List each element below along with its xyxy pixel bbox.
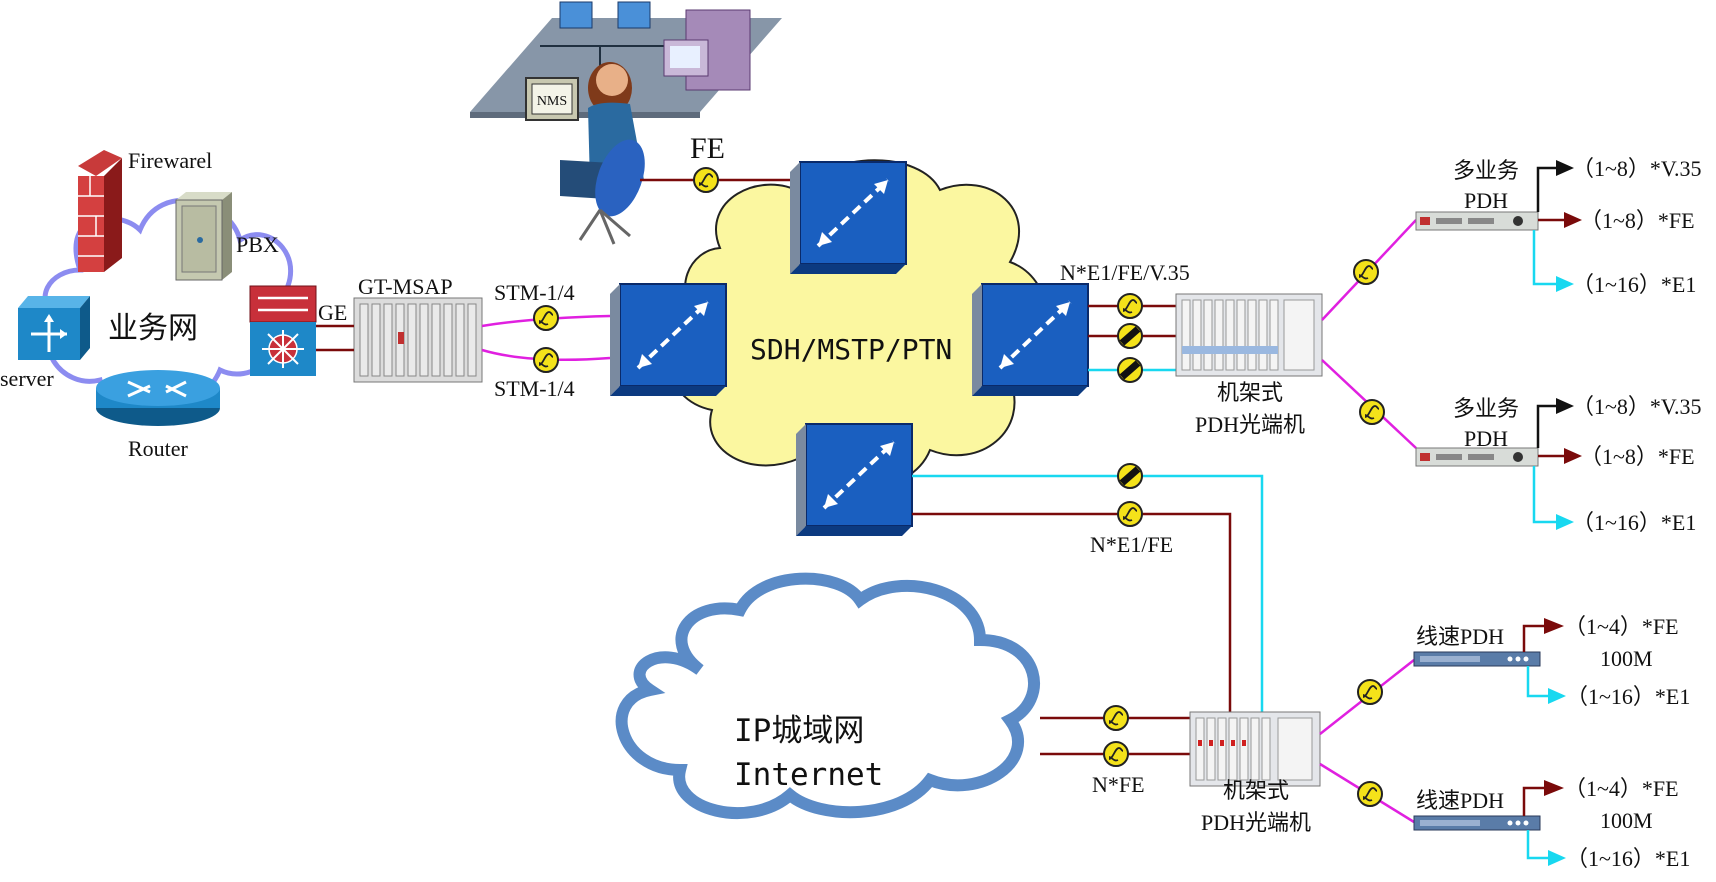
optical-badge-icon	[533, 347, 559, 373]
sdh-cloud-label: SDH/MSTP/PTN	[750, 333, 953, 366]
multi-pdh-2-subtitle: PDH	[1463, 426, 1508, 451]
server-icon	[18, 296, 90, 360]
rack-pdh-top-label-2: PDH光端机	[1194, 412, 1305, 437]
nms-screen-label: NMS	[537, 94, 567, 109]
multi-pdh-2-out-v35: （1~8）*V.35	[1572, 394, 1702, 419]
optical-badge-icon	[1353, 259, 1379, 285]
nms-workstation: NMS	[470, 1, 782, 245]
ge-label: GE	[318, 300, 348, 325]
router-icon	[96, 370, 220, 426]
ip-cloud-label-1: IP城域网	[734, 713, 865, 749]
line-pdh-2-out-100m: 100M	[1600, 808, 1653, 833]
gt-msap-device	[353, 297, 483, 383]
optical-badge-icon	[693, 167, 719, 193]
line-pdh-1-out-100m: 100M	[1600, 646, 1653, 671]
sdh-node-right	[970, 282, 1090, 398]
optical-badge-icon	[1118, 324, 1142, 348]
ip-cloud-label-2: Internet	[734, 757, 884, 793]
optical-badge-icon	[1117, 501, 1143, 527]
arrow-icon	[1544, 780, 1564, 796]
line-pdh-2-out-fe: （1~4）*FE	[1564, 776, 1679, 801]
server-label: server	[0, 366, 54, 391]
multi-pdh-1-subtitle: PDH	[1463, 188, 1508, 213]
nfe-label: N*FE	[1092, 772, 1145, 797]
arrow-icon	[1556, 398, 1574, 414]
line-pdh-device-2	[1413, 815, 1541, 831]
line-pdh-1-title: 线速PDH	[1416, 624, 1505, 649]
optical-badge-icon	[1103, 705, 1129, 731]
arrow-icon	[1556, 276, 1574, 292]
rack-pdh-bottom	[1189, 711, 1321, 787]
rack-pdh-bottom-label-2: PDH光端机	[1200, 810, 1311, 835]
optical-badge-icon	[533, 305, 559, 331]
sdh-node-left	[608, 282, 728, 398]
line-pdh-1-out-e1: （1~16）*E1	[1566, 684, 1691, 709]
arrow-icon	[1548, 688, 1566, 704]
multi-pdh-device-1	[1415, 211, 1539, 231]
rack-pdh-bottom-label-1: 机架式	[1222, 778, 1289, 803]
multi-pdh-1-out-e1: （1~16）*E1	[1572, 272, 1697, 297]
line-pdh-2-out-e1: （1~16）*E1	[1566, 846, 1691, 871]
multi-pdh-1-title: 多业务	[1452, 158, 1519, 183]
arrow-icon	[1544, 618, 1564, 634]
ne1-fe-label: N*E1/FE	[1090, 532, 1174, 557]
business-network-label: 业务网	[108, 312, 198, 345]
ne1-fe-cyan-link	[912, 474, 1264, 718]
rack-pdh-top	[1175, 293, 1323, 377]
gt-msap-label: GT-MSAP	[358, 274, 453, 299]
sdh-node-top	[788, 160, 908, 276]
optical-badge-icon	[1359, 399, 1385, 425]
optical-badge-icon	[1118, 464, 1142, 488]
core-switch-icon	[249, 285, 317, 376]
multi-pdh-1-out-fe: （1~8）*FE	[1580, 208, 1695, 233]
sdh-node-bottom	[794, 422, 914, 538]
firewall-icon	[78, 150, 122, 272]
line-pdh-1-out-fe: （1~4）*FE	[1564, 614, 1679, 639]
optical-badge-icon	[1117, 293, 1143, 319]
optical-badge-icon	[1103, 741, 1129, 767]
multi-pdh-2-out-fe: （1~8）*FE	[1580, 444, 1695, 469]
multi-pdh-2-out-e1: （1~16）*E1	[1572, 510, 1697, 535]
fe-label: FE	[690, 132, 726, 165]
stm-label-top: STM-1/4	[494, 280, 575, 305]
multi-pdh-2-title: 多业务	[1452, 396, 1519, 421]
multi-pdh-1-out-v35: （1~8）*V.35	[1572, 156, 1702, 181]
arrow-icon	[1564, 448, 1582, 464]
router-label: Router	[128, 436, 188, 461]
optical-badge-icon	[1118, 358, 1142, 382]
optical-badge-icon	[1357, 781, 1383, 807]
pbx-label: PBX	[236, 232, 279, 257]
pbx-icon	[175, 192, 232, 281]
ip-cloud	[615, 572, 1040, 820]
line-pdh-2-title: 线速PDH	[1416, 788, 1505, 813]
ne1-fe-red-link	[912, 512, 1232, 718]
arrow-icon	[1564, 212, 1582, 228]
ne1-fe-v35-label: N*E1/FE/V.35	[1060, 260, 1190, 285]
firewall-label: Firewarel	[128, 148, 213, 173]
arrow-icon	[1556, 514, 1574, 530]
stm-label-bottom: STM-1/4	[494, 376, 575, 401]
arrow-icon	[1548, 850, 1566, 866]
arrow-icon	[1556, 160, 1574, 176]
rack-pdh-top-label-1: 机架式	[1216, 380, 1283, 405]
optical-badge-icon	[1357, 679, 1383, 705]
line-pdh-device-1	[1413, 651, 1541, 667]
